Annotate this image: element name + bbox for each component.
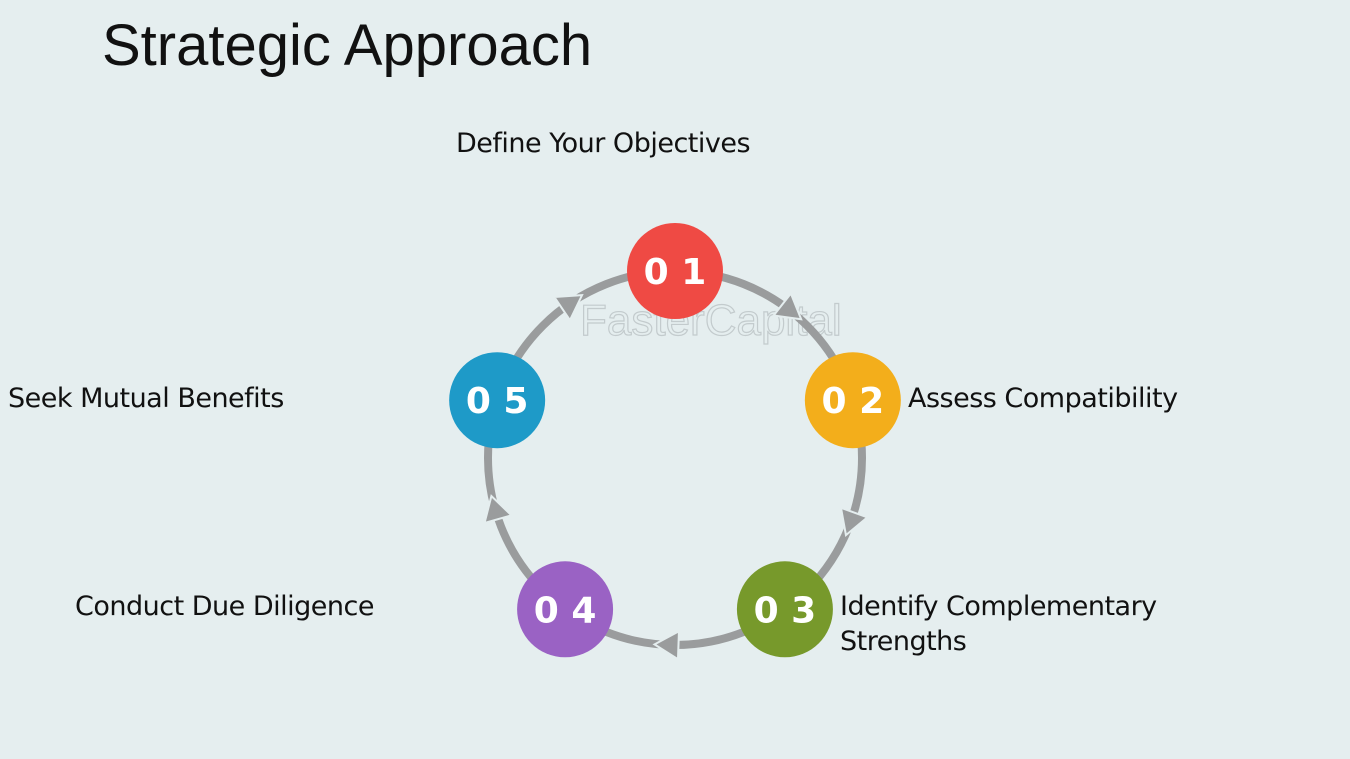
step-circle-3 (736, 561, 833, 658)
step-number-5: 0 5 (466, 381, 529, 422)
step-circle-2 (804, 352, 901, 449)
step-label-1: Define Your Objectives (456, 128, 751, 159)
step-label-3: Identify Complementary Strengths (840, 591, 1157, 657)
step-label-4: Conduct Due Diligence (75, 591, 374, 622)
step-label-2: Assess Compatibility (908, 383, 1178, 414)
step-number-4: 0 4 (534, 590, 597, 631)
step-number-2: 0 2 (822, 381, 885, 422)
arrow-head-icon (652, 629, 681, 662)
step-circle-1 (627, 223, 723, 319)
step-label-5: Seek Mutual Benefits (8, 383, 284, 414)
step-number-1: 0 1 (644, 252, 707, 293)
step-number-3: 0 3 (754, 590, 817, 631)
arrow-head-icon (771, 291, 803, 321)
step-circle-4 (517, 561, 614, 658)
arrow-head-icon (839, 506, 870, 537)
arrow-head-icon (483, 494, 514, 525)
page-title: Strategic Approach (102, 13, 593, 78)
step-circle-5 (449, 352, 546, 449)
arrow-head-icon (552, 294, 584, 323)
